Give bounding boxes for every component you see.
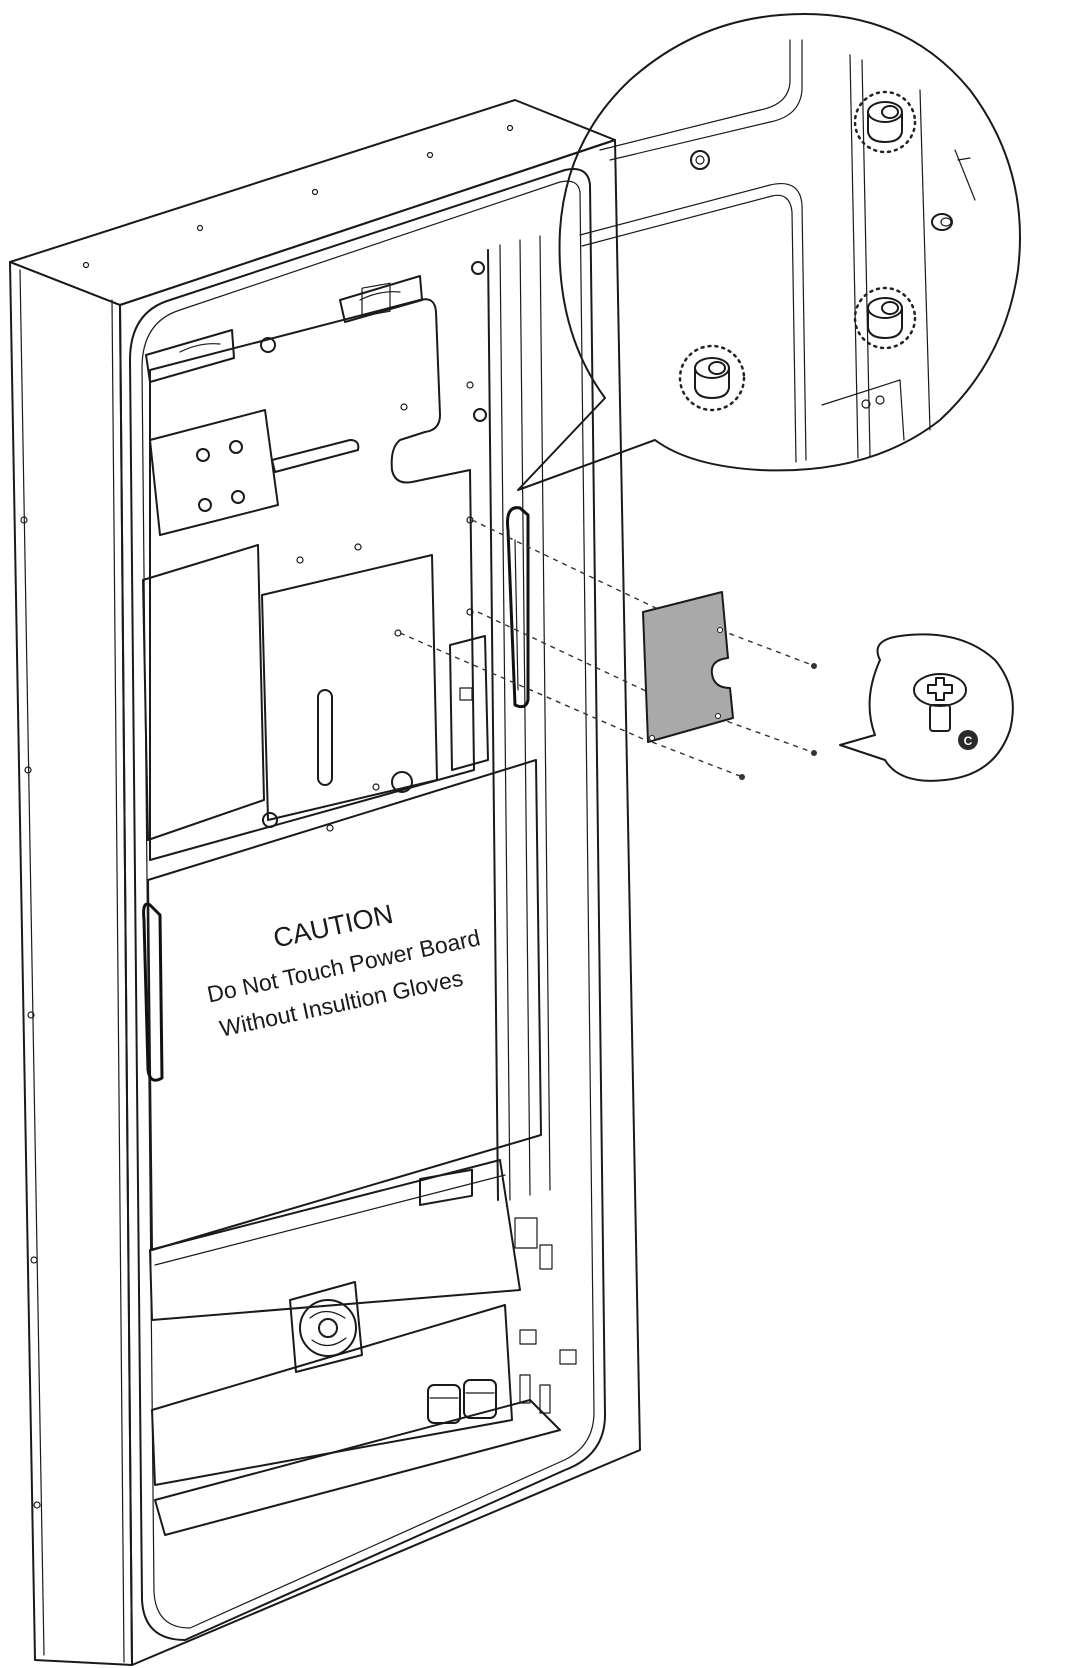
- guide-line-1: [471, 519, 661, 611]
- callout-badge-label: C: [964, 734, 973, 748]
- guide-line-4: [719, 629, 813, 666]
- cabinet-top-face: [9, 99, 616, 306]
- bottom-compartment: [151, 1304, 513, 1486]
- bracket-rod: [271, 439, 360, 473]
- middle-grommet: [391, 771, 413, 793]
- bottom-section: [149, 1159, 577, 1536]
- hinge-plate: [449, 635, 489, 771]
- cabinet-gasket: [141, 180, 595, 1629]
- base-rail: [154, 1399, 561, 1536]
- cabinet-inner-opening: [129, 168, 606, 1641]
- exploded-cover: [399, 519, 817, 780]
- mounting-plate: [142, 275, 475, 861]
- zoom-callout: [517, 13, 1021, 491]
- top-fan: [145, 275, 423, 383]
- stud-3: [678, 344, 746, 412]
- zoom-bubble: [517, 13, 1021, 491]
- zoom-rail-1: [849, 54, 859, 459]
- zoom-edge-4: [581, 194, 797, 463]
- left-face-edge: [19, 269, 45, 1656]
- door-handle: [506, 506, 530, 709]
- middle-slot: [317, 689, 333, 786]
- cable-glands: [427, 1379, 497, 1424]
- zoom-rail-3: [919, 89, 931, 431]
- cabinet-front-frame: [119, 139, 641, 1666]
- zoom-screw-icon: [690, 150, 710, 170]
- guide-line-5: [717, 717, 813, 753]
- upper-plate: [149, 298, 475, 861]
- cover-plate: [642, 591, 734, 743]
- terminal-block: [419, 1168, 473, 1206]
- caution-cover: [147, 759, 542, 1251]
- screw-callout: C: [839, 633, 1014, 782]
- bottom-terminals: [514, 1217, 577, 1414]
- caution-panel: CAUTION Do Not Touch Power Board Without…: [142, 759, 542, 1251]
- callout-badge: [958, 730, 978, 750]
- screw-1: [811, 663, 817, 669]
- guide-line-6: [651, 741, 741, 777]
- left-component-box: [142, 544, 265, 841]
- zoom-edge-3: [579, 183, 807, 461]
- right-rail: [449, 235, 551, 1201]
- callout-bubble: [839, 633, 1014, 782]
- stud-small: [931, 213, 953, 231]
- top-face-screws: [82, 124, 514, 269]
- cabinet: [9, 99, 641, 1666]
- upper-bracket: [149, 409, 279, 536]
- screw-2: [811, 750, 817, 756]
- zoom-bracket: [821, 379, 905, 441]
- plate-screws: [296, 381, 474, 832]
- front-edge: [111, 299, 125, 1663]
- screw-3: [739, 774, 745, 780]
- screw-shank-icon: [929, 704, 951, 732]
- stud-1: [853, 90, 917, 154]
- left-latch: [142, 902, 164, 1082]
- zoom-hatch: [954, 149, 976, 201]
- bottom-fan: [289, 1281, 363, 1373]
- zoom-edge-1: [599, 39, 791, 151]
- zoom-edge-2: [609, 39, 803, 161]
- phillips-cross-icon: [927, 677, 953, 701]
- stud-2: [853, 286, 917, 350]
- bottom-rail: [149, 1159, 521, 1321]
- caution-text-group: CAUTION Do Not Touch Power Board Without…: [205, 899, 483, 1042]
- guide-line-2: [477, 611, 649, 693]
- left-face-holes: [20, 516, 41, 1509]
- middle-component: [261, 554, 438, 821]
